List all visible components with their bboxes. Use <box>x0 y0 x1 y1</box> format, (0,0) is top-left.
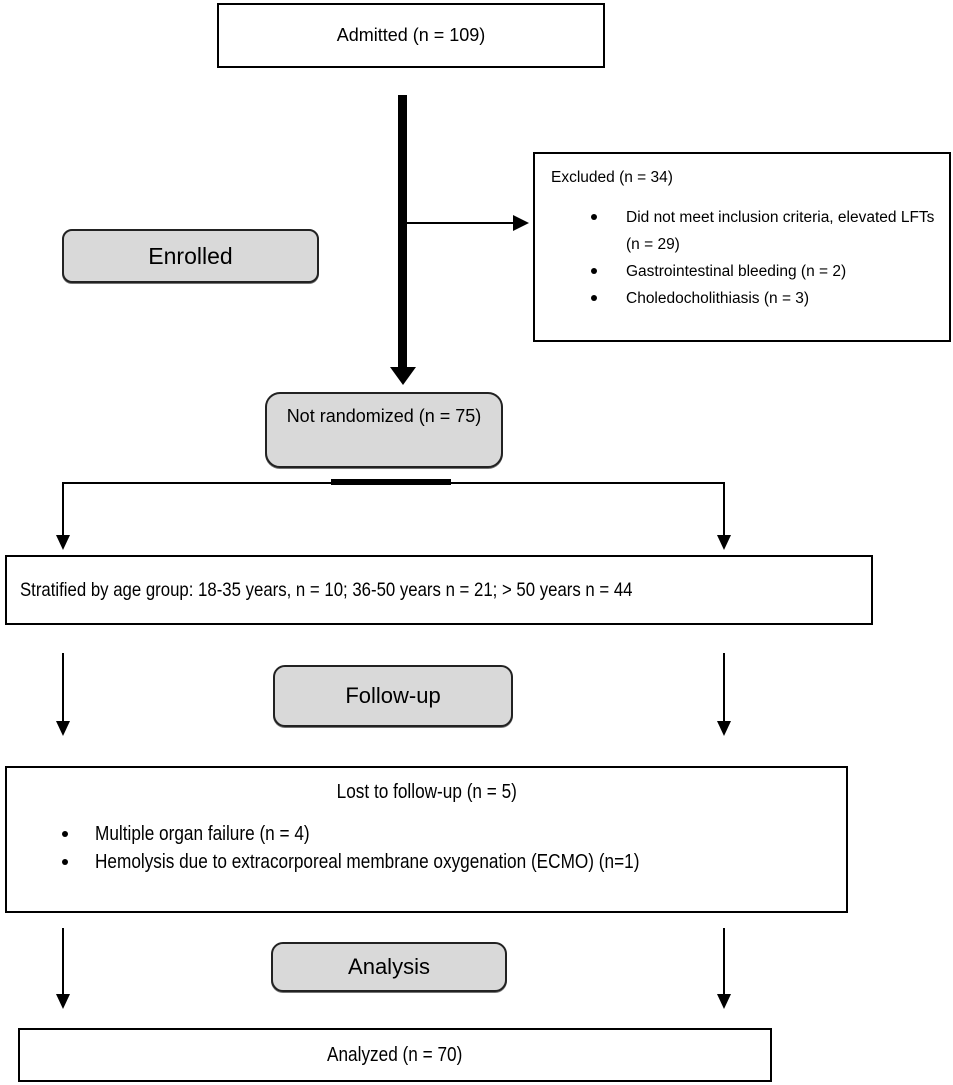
arrowhead-down-icon <box>717 535 731 550</box>
admitted-box: Admitted (n = 109) <box>217 3 605 68</box>
not-randomized-stage-box: Not randomized (n = 75) <box>265 392 503 468</box>
analysis-stage-box: Analysis <box>271 942 507 992</box>
not-randomized-label: Not randomized (n = 75) <box>286 406 482 426</box>
list-item: Multiple organ failure (n = 4) <box>7 820 846 848</box>
follow-up-stage-box: Follow-up <box>273 665 513 727</box>
excluded-box: Excluded (n = 34) Did not meet inclusion… <box>533 152 951 342</box>
arrowhead-down-icon <box>717 994 731 1009</box>
bullet-icon <box>591 295 597 301</box>
connector-admitted-notrandomized <box>398 95 407 367</box>
branch-right-connector <box>723 482 725 535</box>
lost-item-text: Multiple organ failure (n = 4) <box>95 823 310 845</box>
list-item: Hemolysis due to extracorporeal membrane… <box>7 848 846 876</box>
left-connector-analysis <box>62 928 64 994</box>
enrolled-label: Enrolled <box>148 242 233 269</box>
arrowhead-down-icon <box>56 535 70 550</box>
lost-to-follow-up-box: Lost to follow-up (n = 5) Multiple organ… <box>5 766 848 913</box>
admitted-label: Admitted (n = 109) <box>336 25 486 45</box>
stratified-box: Stratified by age group: 18-35 years, n … <box>5 555 873 625</box>
enrolled-stage-box: Enrolled <box>62 229 319 283</box>
branch-left-connector <box>62 482 64 535</box>
right-connector-followup <box>723 653 725 721</box>
analyzed-box: Analyzed (n = 70) <box>18 1028 772 1082</box>
excluded-item-text: Gastrointestinal bleeding (n = 2) <box>626 263 847 280</box>
bullet-icon <box>62 859 68 865</box>
excluded-list: Did not meet inclusion criteria, elevate… <box>551 204 943 312</box>
lost-item-text: Hemolysis due to extracorporeal membrane… <box>95 851 640 873</box>
branch-connector-thick-segment <box>331 479 451 485</box>
right-connector-analysis <box>723 928 725 994</box>
bullet-icon <box>591 268 597 274</box>
list-item: Gastrointestinal bleeding (n = 2) <box>551 258 943 285</box>
excluded-item-text: Did not meet inclusion criteria, elevate… <box>626 209 935 253</box>
arrowhead-down-icon <box>56 994 70 1009</box>
arrowhead-right-icon <box>513 215 529 231</box>
stratified-label: Stratified by age group: 18-35 years, n … <box>20 578 633 601</box>
analyzed-label: Analyzed (n = 70) <box>327 1043 463 1066</box>
excluded-title: Excluded (n = 34) <box>551 169 673 186</box>
excluded-item-text: Choledocholithiasis (n = 3) <box>626 290 810 307</box>
list-item: Choledocholithiasis (n = 3) <box>551 285 943 312</box>
arrowhead-down-icon <box>717 721 731 736</box>
lost-to-follow-up-title: Lost to follow-up (n = 5) <box>336 781 517 803</box>
list-item: Did not meet inclusion criteria, elevate… <box>551 204 943 258</box>
bullet-icon <box>62 831 68 837</box>
follow-up-label: Follow-up <box>345 683 441 708</box>
arrowhead-down-icon <box>390 367 416 385</box>
arrowhead-down-icon <box>56 721 70 736</box>
analysis-label: Analysis <box>348 954 430 979</box>
connector-to-excluded <box>407 222 513 224</box>
lost-to-follow-up-list: Multiple organ failure (n = 4) Hemolysis… <box>7 820 846 876</box>
bullet-icon <box>591 214 597 220</box>
left-connector-followup <box>62 653 64 721</box>
